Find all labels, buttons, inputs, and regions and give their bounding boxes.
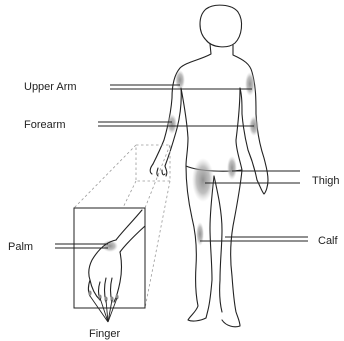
thigh-spot-left <box>192 158 214 202</box>
label-palm: Palm <box>8 241 33 253</box>
label-calf: Calf <box>318 235 339 247</box>
label-finger: Finger <box>89 328 121 340</box>
forearm-spot-left <box>167 114 177 134</box>
upper-arm-spot-left <box>175 70 185 90</box>
label-forearm: Forearm <box>24 119 66 131</box>
label-upper-arm: Upper Arm <box>24 81 77 93</box>
calf-spot-left <box>196 222 204 246</box>
thigh-spot-right <box>227 156 237 180</box>
label-thigh: Thigh <box>312 175 340 187</box>
upper-arm-spot-right <box>245 72 255 96</box>
zoomed-hand-panel <box>74 208 145 308</box>
